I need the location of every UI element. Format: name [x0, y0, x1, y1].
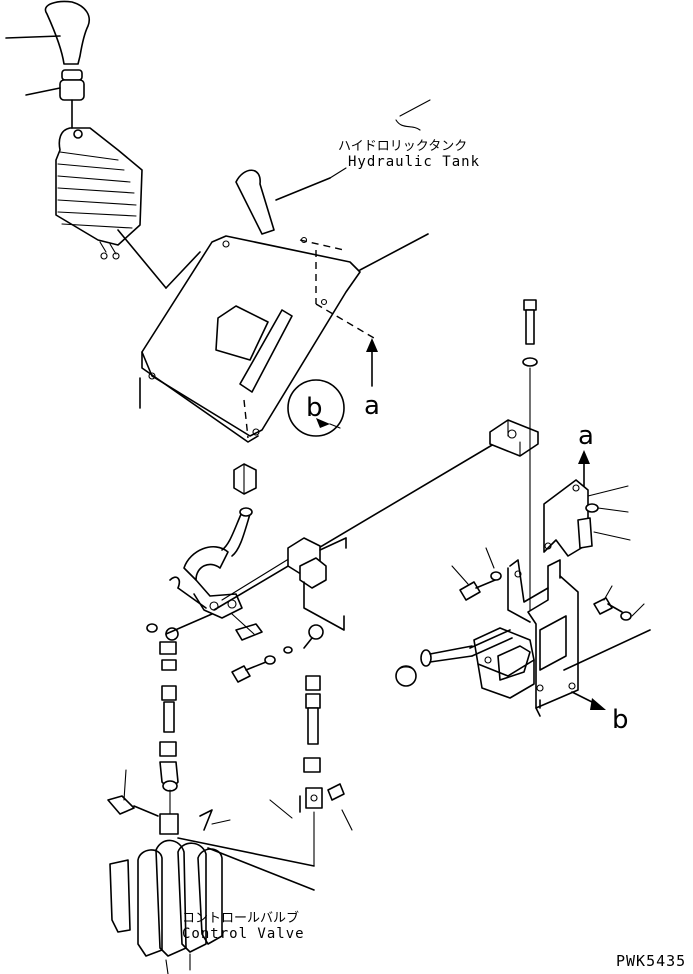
bracket-bolt-right: [593, 585, 645, 621]
lever-switch: [395, 627, 535, 699]
rod-end-bracket: [489, 419, 539, 457]
lever-nut-lower: [221, 463, 257, 557]
left-linkage: [146, 613, 213, 823]
lever-boot: [55, 127, 201, 289]
left-pin-bolt: [231, 613, 263, 641]
hydraulic-tank-label-jp: ハイドロリックタンク: [338, 139, 467, 154]
top-bolt: [522, 299, 538, 611]
ref-arrow-a-right: a: [578, 421, 594, 487]
drawing-code: PWK5435: [616, 952, 686, 970]
lever-knob: [5, 0, 90, 65]
cross-rod: [213, 437, 505, 611]
hydraulic-tank-label-en: Hydraulic Tank: [348, 154, 480, 170]
lever-nut: [25, 69, 85, 129]
right-bracket-plate: [507, 559, 579, 709]
control-valve-label-en: Control Valve: [182, 926, 305, 942]
right-linkage: [269, 624, 353, 867]
lever-bracket: [169, 546, 243, 619]
ref-circle-b: b: [287, 379, 345, 437]
ref-label-a-upper: a: [364, 391, 380, 421]
small-bracket: [543, 479, 631, 557]
ref-label-b-right: b: [612, 705, 629, 735]
hydraulic-tank-callout: ハイドロリックタンク Hydraulic Tank: [329, 119, 480, 179]
rod-link-block: [287, 537, 347, 631]
control-valve-label-jp: コントロールバルブ: [182, 910, 299, 926]
ref-label-a-right: a: [578, 421, 594, 451]
bracket-bolt-left: [451, 547, 502, 601]
ref-arrow-b-right: b: [571, 691, 629, 735]
ref-label-b-circle: b: [306, 393, 323, 423]
switch-cable: [535, 629, 651, 717]
middle-bolt: [231, 646, 293, 683]
ref-arrow-a-upper: a: [364, 338, 380, 421]
control-valve: コントロールバルブ Control Valve: [107, 769, 315, 974]
tank-cover-plate: [139, 99, 431, 443]
